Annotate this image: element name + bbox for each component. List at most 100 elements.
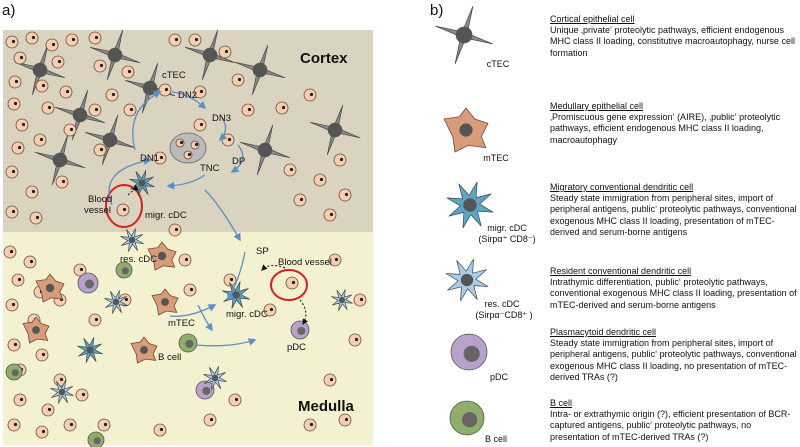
legend-entry-mtec: Medullary epithelial cell ‚Promiscuous g… xyxy=(550,101,798,146)
mtec-cell xyxy=(151,288,179,316)
legend-icon-res-cdc xyxy=(445,258,489,302)
res-cdc-cell xyxy=(331,289,353,311)
thymocyte-cell xyxy=(51,55,65,69)
thymocyte-cell xyxy=(116,203,130,217)
ctec-cell xyxy=(234,44,286,96)
legend-caption-res-cdc: res. cDC xyxy=(484,299,520,309)
legend-caption-migr-cdc-phenotype: (Sirpα⁺ CD8⁻) xyxy=(478,234,536,244)
legend-icon-b-cell xyxy=(449,400,485,436)
legend-icon-migr-cdc xyxy=(446,181,494,229)
thymocyte-cell xyxy=(228,393,242,407)
thymocyte-cell xyxy=(41,101,55,115)
b-cell xyxy=(178,333,198,353)
mtec-cell xyxy=(130,336,158,364)
thymocyte-cell xyxy=(285,276,299,290)
thymocyte-cell xyxy=(88,103,102,117)
dp-label: DP xyxy=(232,156,246,167)
migration-arrow xyxy=(197,304,213,332)
thymocyte-cell xyxy=(121,65,135,79)
pdc-cell xyxy=(77,272,99,294)
thymocyte-cell xyxy=(188,33,202,47)
thymocyte-cell xyxy=(88,313,102,327)
ctec-cell xyxy=(309,104,361,156)
blood-vessel-cortex xyxy=(105,184,143,228)
thymocyte-cell xyxy=(11,273,25,287)
panel-label-a: a) xyxy=(2,2,16,19)
thymocyte-cell xyxy=(13,51,27,65)
thymocyte-cell xyxy=(231,73,245,87)
migr-cdc-cortex-label: migr. cDC xyxy=(145,210,187,221)
legend-text-ctec: Unique ‚private‘ proteolytic pathways, e… xyxy=(550,25,795,58)
legend-text-migr-cdc: Steady state immigration from peripheral… xyxy=(550,193,797,237)
thymocyte-cell xyxy=(23,255,37,269)
thymocyte-cell xyxy=(63,418,77,432)
legend-title-pdc: Plasmacytoid dendritic cell xyxy=(550,327,657,337)
thymocyte-cell xyxy=(338,413,352,427)
thymocyte-cell xyxy=(45,38,59,52)
legend-icon-mtec xyxy=(443,107,489,153)
migr-cdc-medulla-label: migr. cDC xyxy=(226,309,268,320)
b-cell xyxy=(5,363,23,381)
thymocyte-cell xyxy=(63,123,77,137)
thymocyte-cell xyxy=(293,193,307,207)
migration-arrow xyxy=(218,117,228,142)
dn1-label: DN1 xyxy=(140,153,160,164)
pdc-diagram-label: pDC xyxy=(287,342,307,353)
legend-text-res-cdc: Intrathymic differentiation, public‘ pro… xyxy=(550,277,797,310)
legend-icon-ctec xyxy=(434,5,494,65)
migration-arrow xyxy=(166,174,206,190)
blood-vessel-medulla-label: Blood vessel xyxy=(278,257,332,268)
thymocyte-cell xyxy=(105,88,119,102)
migration-arrow xyxy=(108,157,152,206)
thymocyte-cell xyxy=(190,140,200,150)
legend-title-ctec: Cortical epithelial cell xyxy=(550,14,635,24)
thymocyte-cell xyxy=(5,205,19,219)
legend-text-b-cell: Intra- or extrathymic origin (?), effici… xyxy=(550,409,791,442)
thymocyte-cell xyxy=(323,208,337,222)
thymocyte-cell xyxy=(123,103,137,117)
migration-arrow xyxy=(230,144,244,173)
ctec-diagram-label: cTEC xyxy=(162,70,186,81)
legend-entry-ctec: Cortical epithelial cell Unique ‚private… xyxy=(550,14,798,59)
legend-entry-res-cdc: Resident conventional dendritic cell Int… xyxy=(550,266,798,311)
thymocyte-cell xyxy=(11,141,25,155)
thymocyte-cell xyxy=(348,333,362,347)
tnc-label: TNC xyxy=(200,163,220,174)
res-cdc-cell xyxy=(50,380,74,404)
migr-cdc-cortex-cell xyxy=(129,170,155,196)
res-cdc-diagram-label: res. cDC xyxy=(120,254,157,265)
thymocyte-cell xyxy=(3,245,17,259)
thymocyte-cell xyxy=(35,425,49,439)
mtec-cell xyxy=(35,273,65,303)
thymocyte-cell xyxy=(303,418,317,432)
legend-caption-ctec: cTEC xyxy=(486,59,510,69)
dashed-arrow xyxy=(261,264,286,271)
thymocyte-cell xyxy=(7,97,21,111)
legend-caption-pdc: pDC xyxy=(489,372,508,382)
blood-vessel-medulla xyxy=(270,269,308,301)
legend-caption-migr-cdc: migr. cDC xyxy=(487,223,527,233)
thymocyte-cell xyxy=(353,293,367,307)
legend-text-mtec: ‚Promiscuous gene expression‘ (AIRE), ‚p… xyxy=(550,112,781,145)
ctec-cell xyxy=(84,114,136,166)
thymocyte-cell xyxy=(183,150,193,160)
thymocyte-cell xyxy=(223,273,237,287)
thymocyte-cell xyxy=(153,151,167,165)
legend-title-res-cdc: Resident conventional dendritic cell xyxy=(550,266,692,276)
thymocyte-cell xyxy=(218,45,232,59)
thymocyte-cell xyxy=(178,253,192,267)
ctec-cell xyxy=(14,44,66,96)
b-cell-diagram-label: B cell xyxy=(158,352,182,363)
thymocyte-cell xyxy=(7,418,21,432)
thymocyte-cell xyxy=(193,118,207,132)
thymocyte-cell xyxy=(333,153,347,167)
res-cdc-cell xyxy=(104,290,128,314)
thymocyte-cell xyxy=(5,298,19,312)
thymocyte-cell xyxy=(29,211,43,225)
ctec-cell xyxy=(239,124,291,176)
thymocyte-cell xyxy=(33,133,47,147)
ctec-cell xyxy=(89,29,141,81)
b-cell xyxy=(115,261,133,279)
thymocyte-cell xyxy=(41,403,55,417)
thymocyte-cell xyxy=(15,118,29,132)
